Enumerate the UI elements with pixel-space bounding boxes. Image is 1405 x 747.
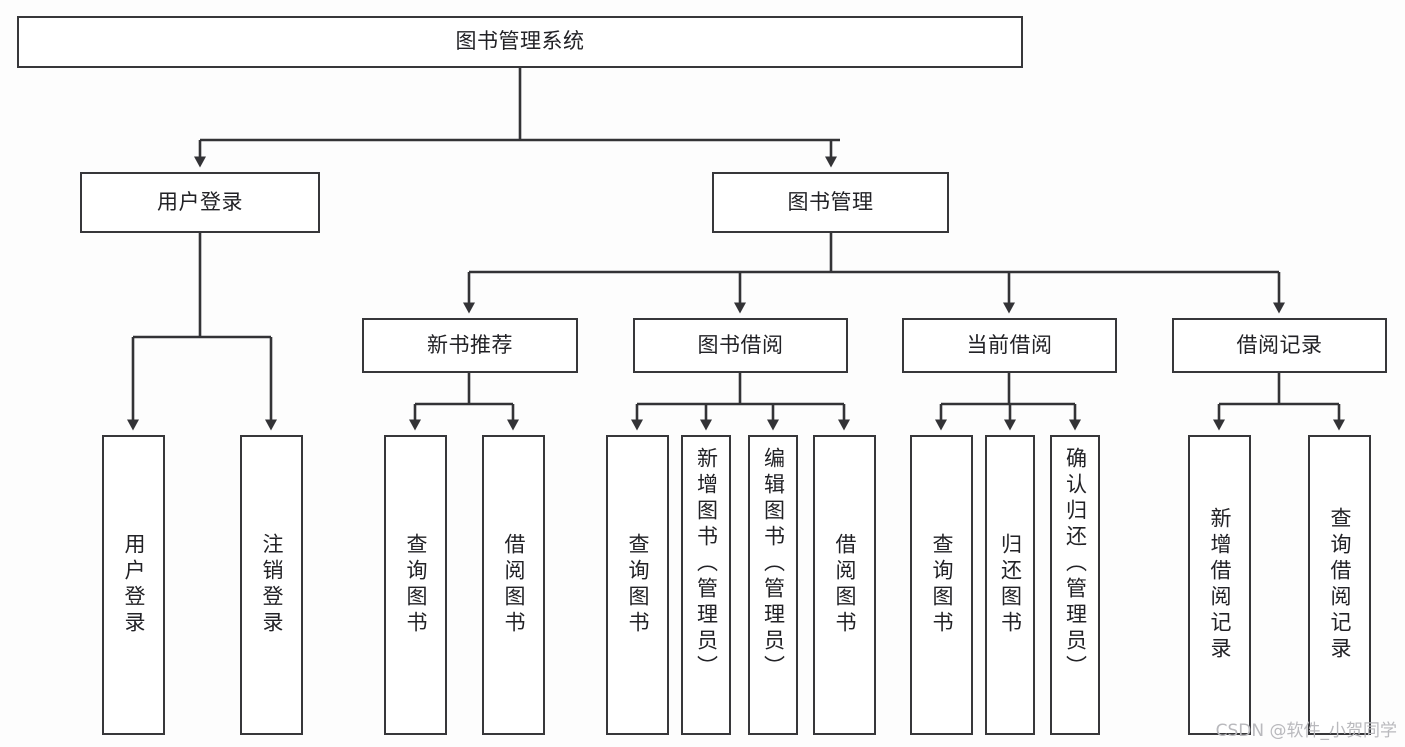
leaf-user-login-label: 用户登录	[122, 533, 146, 637]
leaf-borrow-lend-book[interactable]: 借阅图书	[813, 435, 876, 735]
leaf-newbook-query-book[interactable]: 查询图书	[384, 435, 447, 735]
node-new-book-recommend[interactable]: 新书推荐	[362, 318, 578, 373]
leaf-newbook-query-book-label: 查询图书	[404, 533, 428, 637]
leaf-user-logout-label: 注销登录	[260, 533, 284, 637]
leaf-record-query-record-label: 查询借阅记录	[1328, 507, 1352, 663]
leaf-newbook-borrow-book-label: 借阅图书	[502, 533, 526, 637]
node-book-management-label: 图书管理	[787, 189, 874, 214]
node-user-login-label: 用户登录	[157, 189, 243, 214]
node-book-management[interactable]: 图书管理	[712, 172, 949, 233]
node-new-book-recommend-label: 新书推荐	[427, 332, 513, 357]
leaf-current-return-book[interactable]: 归还图书	[985, 435, 1035, 735]
leaf-borrow-query-book[interactable]: 查询图书	[606, 435, 669, 735]
leaf-borrow-query-book-label: 查询图书	[626, 533, 650, 637]
leaf-borrow-add-book-admin-label: 新增图书（管理员）	[694, 447, 719, 681]
node-borrow-record[interactable]: 借阅记录	[1172, 318, 1387, 373]
leaf-user-logout[interactable]: 注销登录	[240, 435, 303, 735]
leaf-borrow-add-book-admin[interactable]: 新增图书（管理员）	[681, 435, 731, 735]
node-book-borrow-label: 图书借阅	[697, 332, 784, 357]
leaf-borrow-lend-book-label: 借阅图书	[833, 533, 857, 637]
leaf-current-query-book-label: 查询图书	[930, 533, 954, 637]
leaf-record-add-record-label: 新增借阅记录	[1208, 507, 1232, 663]
leaf-record-query-record[interactable]: 查询借阅记录	[1308, 435, 1371, 735]
node-book-borrow[interactable]: 图书借阅	[633, 318, 848, 373]
node-borrow-record-label: 借阅记录	[1236, 332, 1323, 357]
node-current-borrow-label: 当前借阅	[966, 332, 1053, 357]
leaf-user-login[interactable]: 用户登录	[102, 435, 165, 735]
leaf-current-confirm-return-admin-label: 确认归还（管理员）	[1063, 447, 1088, 681]
leaf-record-add-record[interactable]: 新增借阅记录	[1188, 435, 1251, 735]
node-root[interactable]: 图书管理系统	[17, 16, 1023, 68]
node-user-login[interactable]: 用户登录	[80, 172, 320, 233]
leaf-borrow-edit-book-admin-label: 编辑图书（管理员）	[761, 447, 786, 681]
leaf-current-confirm-return-admin[interactable]: 确认归还（管理员）	[1050, 435, 1100, 735]
watermark: CSDN @软件_小贺同学	[1215, 721, 1397, 741]
leaf-borrow-edit-book-admin[interactable]: 编辑图书（管理员）	[748, 435, 798, 735]
leaf-current-query-book[interactable]: 查询图书	[910, 435, 973, 735]
leaf-newbook-borrow-book[interactable]: 借阅图书	[482, 435, 545, 735]
leaf-current-return-book-label: 归还图书	[998, 533, 1023, 637]
node-root-label: 图书管理系统	[455, 29, 585, 54]
node-current-borrow[interactable]: 当前借阅	[902, 318, 1117, 373]
